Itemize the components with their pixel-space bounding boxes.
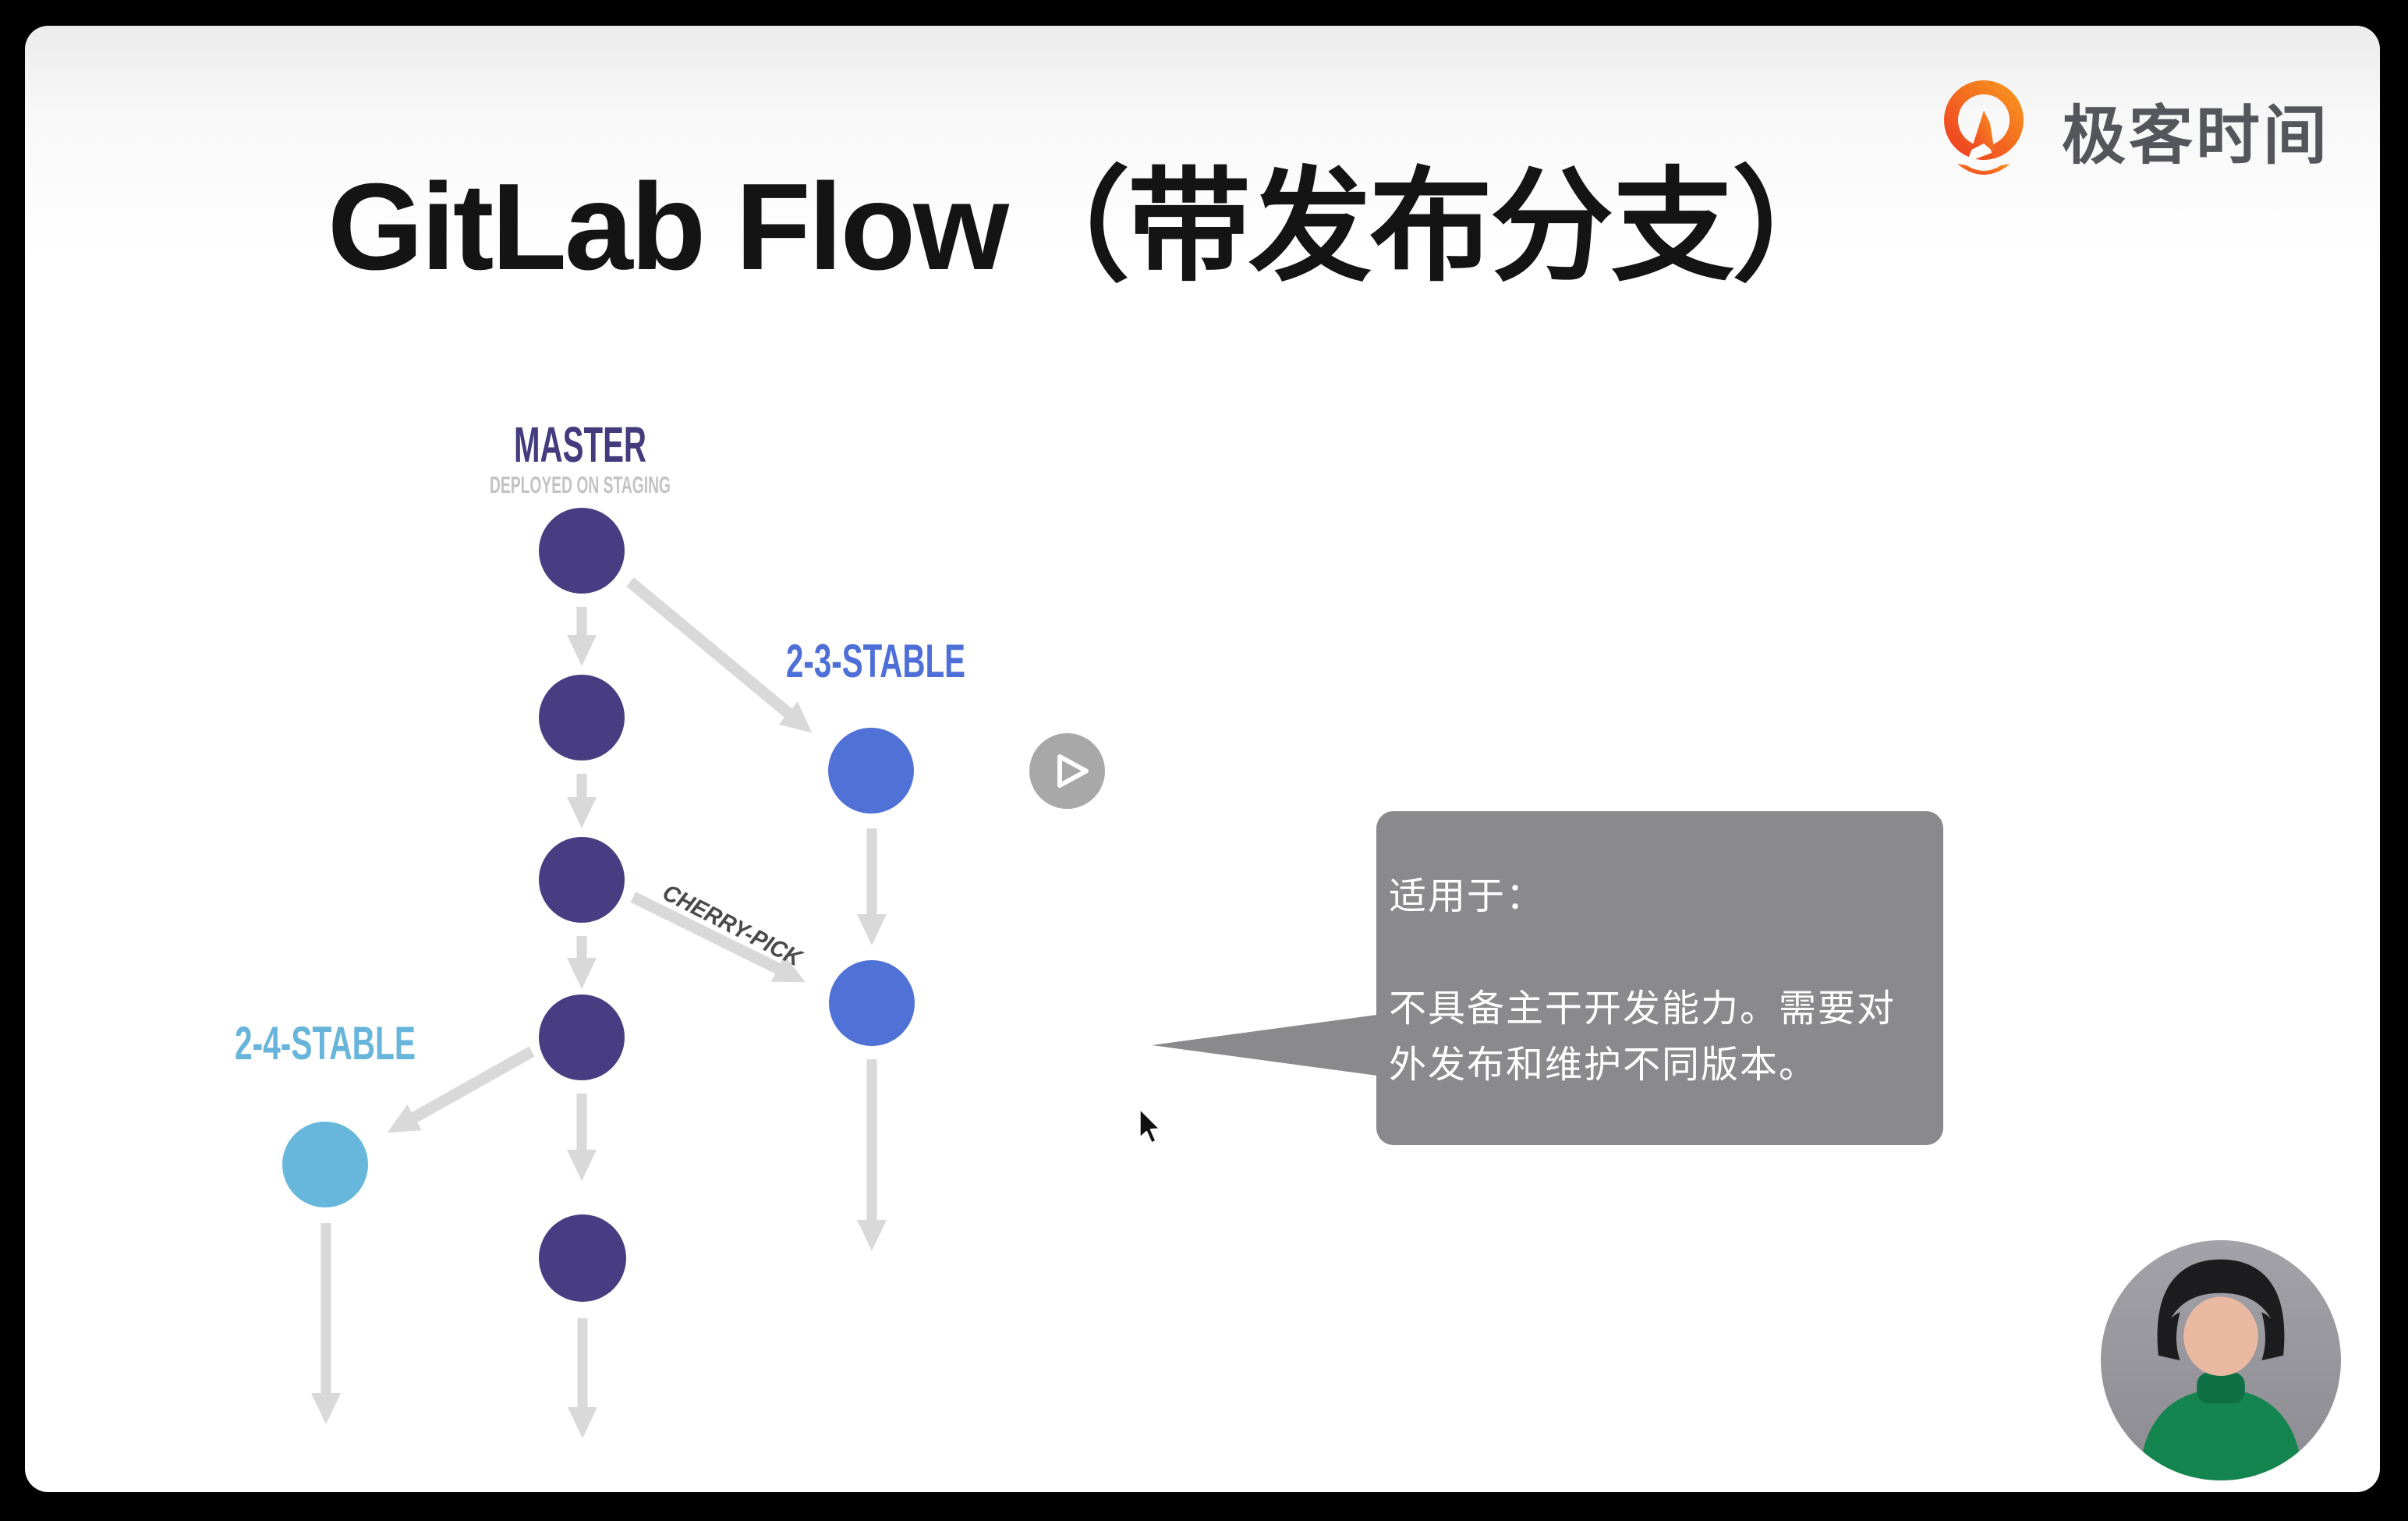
callout-text-line: 适用于： (1389, 876, 1546, 917)
play-button[interactable] (1029, 733, 1105, 809)
geektime-logo-icon (1944, 80, 2024, 175)
callout-text-line: 不具备主干开发能力。需要对 (1389, 988, 1896, 1030)
play-icon (1057, 754, 1089, 788)
brand-logo: 极客时间 (1943, 75, 2330, 184)
commit-node-master-4 (539, 994, 625, 1080)
commit-node-master-3 (539, 837, 625, 923)
presenter-photo (2101, 1240, 2341, 1480)
mouse-cursor-icon (1138, 1108, 1161, 1144)
page-title: GitLab Flow（带发布分支） (328, 158, 1855, 296)
presenter-avatar (2101, 1240, 2341, 1480)
commit-node-master-5 (539, 1214, 626, 1302)
callout-tail (1152, 1015, 1377, 1076)
callout-bubble: 适用于： 不具备主干开发能力。需要对 外发布和维护不同版本。 (1376, 811, 1943, 1145)
slide-background (25, 26, 2380, 1492)
commit-node-master-1 (539, 508, 625, 594)
commit-node-2-3-stable-2 (829, 960, 915, 1046)
branch-2-4-stable-label: 2-4-STABLE (235, 1017, 416, 1069)
cherry-pick-arrow (630, 892, 806, 983)
branch-arrow-2-4 (387, 1046, 535, 1133)
branch-arrow-2-3 (626, 577, 813, 733)
branch-2-3-stable-label: 2-3-STABLE (786, 635, 965, 687)
master-branch-sublabel: DEPLOYED ON STAGING (490, 471, 671, 498)
callout-text-line (1389, 925, 1929, 981)
master-branch-label: MASTER (514, 417, 646, 473)
commit-node-master-2 (539, 675, 625, 760)
callout-text-line: 外发布和维护不同版本。 (1389, 1044, 1818, 1086)
commit-node-2-4-stable-1 (282, 1122, 368, 1207)
brand-name: 极客时间 (2062, 100, 2331, 172)
commit-node-2-3-stable-1 (828, 728, 914, 814)
